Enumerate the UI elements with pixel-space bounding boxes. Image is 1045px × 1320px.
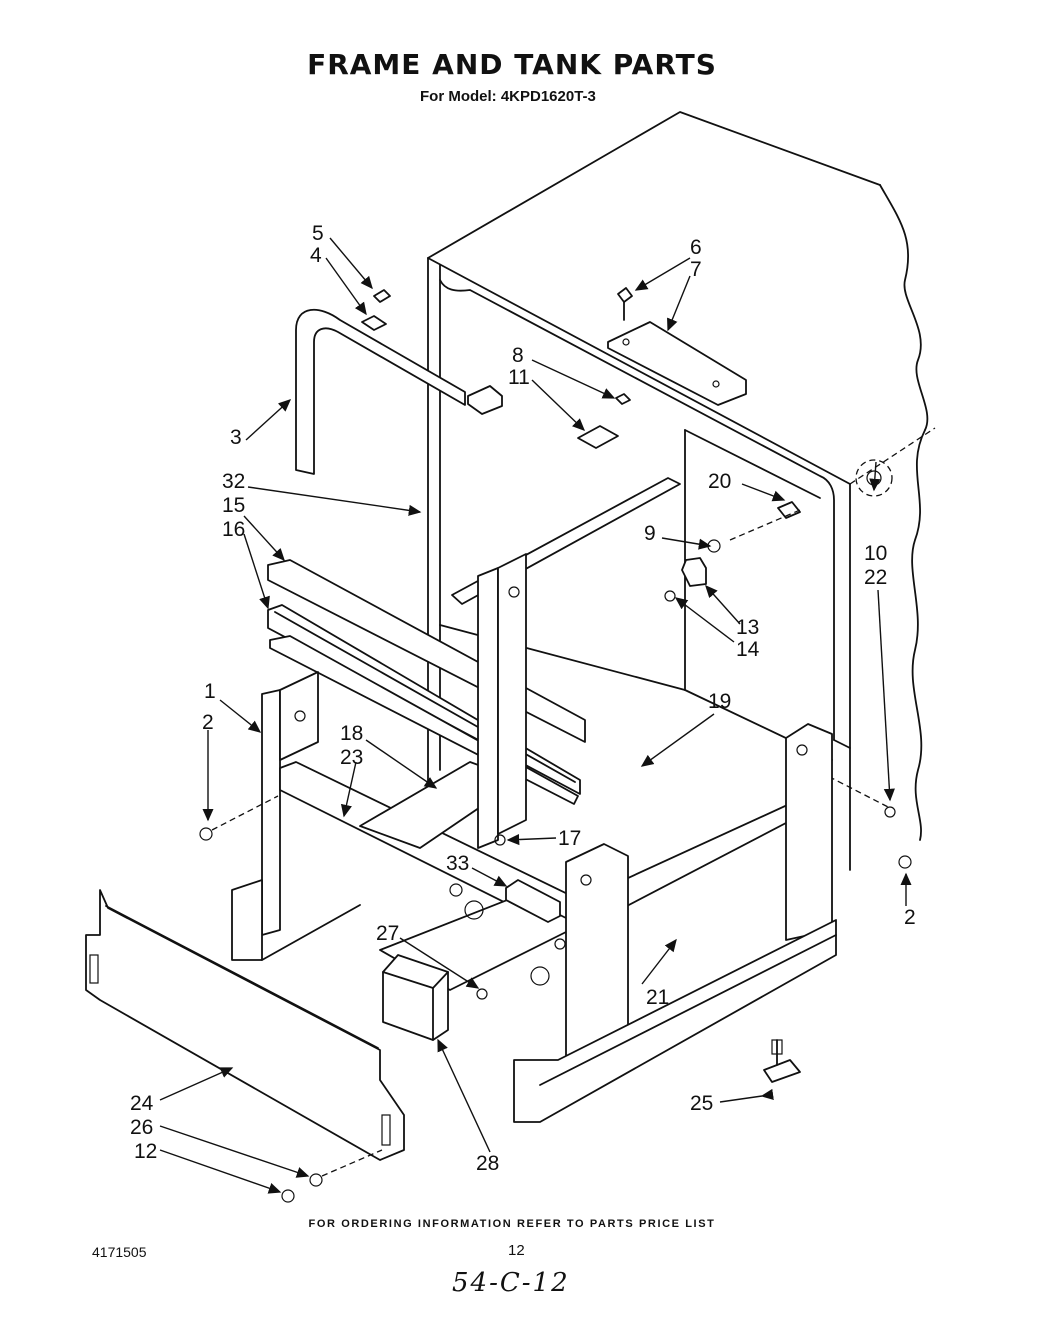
leveling-leg-25 bbox=[763, 1039, 801, 1083]
fastener-26-12 bbox=[281, 1149, 383, 1203]
screw-2-right bbox=[898, 855, 912, 869]
callout-25: 25 bbox=[690, 1092, 713, 1115]
callout-16: 16 bbox=[222, 518, 245, 541]
nut-10 bbox=[855, 459, 893, 497]
toe-panel-24 bbox=[85, 889, 405, 1161]
clip-11 bbox=[577, 425, 619, 449]
cover-33 bbox=[505, 879, 561, 923]
callout-7: 7 bbox=[690, 258, 702, 281]
callout-26: 26 bbox=[130, 1116, 153, 1139]
callout-24: 24 bbox=[130, 1092, 154, 1115]
callout-4: 4 bbox=[310, 244, 322, 267]
base-pan bbox=[513, 919, 837, 1123]
callout-28: 28 bbox=[476, 1152, 499, 1175]
screw-2-left bbox=[199, 795, 279, 841]
callout-1: 1 bbox=[204, 680, 216, 703]
callout-11: 11 bbox=[508, 366, 530, 389]
callout-21: 21 bbox=[646, 986, 669, 1009]
callout-9: 9 bbox=[644, 522, 656, 545]
box-28 bbox=[382, 954, 449, 1041]
spacer-20 bbox=[729, 501, 801, 541]
callout-18: 18 bbox=[340, 722, 363, 745]
callout-12: 12 bbox=[134, 1140, 157, 1163]
upright-1 bbox=[231, 671, 361, 961]
callout-23: 23 bbox=[340, 746, 363, 769]
screw-27 bbox=[476, 988, 488, 1000]
screw-14 bbox=[664, 590, 676, 602]
upright-rear-right bbox=[785, 723, 833, 941]
screw-6 bbox=[617, 287, 633, 321]
callout-19: 19 bbox=[708, 690, 731, 713]
callout-10: 10 bbox=[864, 542, 887, 565]
upright-rear-left bbox=[477, 553, 527, 849]
callout-6: 6 bbox=[690, 236, 702, 259]
callout-15: 15 bbox=[222, 494, 245, 517]
callout-2-left: 2 bbox=[202, 711, 214, 734]
callout-33: 33 bbox=[446, 852, 469, 875]
callout-27: 27 bbox=[376, 922, 399, 945]
screw-22 bbox=[884, 806, 896, 818]
callout-labels: 1 2 2 3 4 5 6 7 8 9 10 11 12 13 14 15 16… bbox=[130, 222, 916, 1175]
model-subtitle: For Model: 4KPD1620T-3 bbox=[420, 88, 596, 105]
bracket-13 bbox=[681, 557, 707, 587]
base-frame bbox=[279, 761, 831, 991]
callout-17: 17 bbox=[558, 827, 581, 850]
callout-2-right: 2 bbox=[904, 906, 916, 929]
callout-8: 8 bbox=[512, 344, 524, 367]
ordering-note: FOR ORDERING INFORMATION REFER TO PARTS … bbox=[308, 1218, 716, 1230]
callout-14: 14 bbox=[736, 638, 760, 661]
callout-22: 22 bbox=[864, 566, 887, 589]
leader-lines bbox=[159, 237, 912, 1194]
callout-20: 20 bbox=[708, 470, 731, 493]
callout-5: 5 bbox=[312, 222, 324, 245]
page-title: FRAME AND TANK PARTS bbox=[307, 48, 717, 81]
handwritten-note: 54-C-12 bbox=[452, 1268, 570, 1298]
bracket-7 bbox=[607, 321, 747, 406]
callout-32: 32 bbox=[222, 470, 245, 493]
page-number: 12 bbox=[508, 1242, 525, 1259]
stop-3 bbox=[295, 308, 466, 475]
document-number: 4171505 bbox=[92, 1244, 147, 1260]
callout-3: 3 bbox=[230, 426, 242, 449]
screw-5 bbox=[373, 289, 391, 303]
callout-13: 13 bbox=[736, 616, 759, 639]
nut-8 bbox=[615, 393, 631, 405]
block-4 bbox=[361, 315, 503, 415]
screw-17 bbox=[494, 834, 506, 846]
